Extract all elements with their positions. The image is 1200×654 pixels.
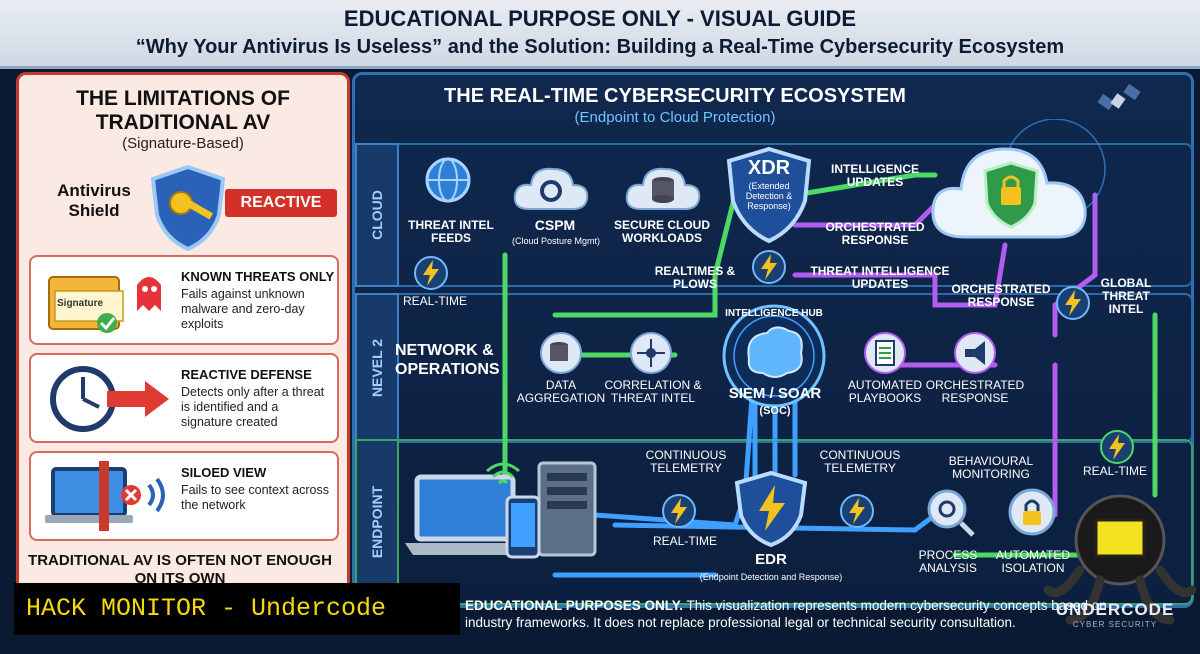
footer-line-1: This visualization represents modern cyb… — [683, 598, 1107, 613]
lightning-icon — [1100, 430, 1134, 464]
threat-intel-feeds-label: THREAT INTEL FEEDS — [408, 218, 494, 245]
card-desc: Detects only after a threat is identifie… — [181, 385, 325, 429]
brain-hub-icon — [722, 304, 826, 408]
xdr-label: XDR — [747, 157, 791, 179]
lightning-icon — [662, 494, 696, 528]
card-known-threats: Signature KNOWN THREATS ONLY Fails again… — [29, 255, 339, 345]
footer-disclaimer: EDUCATIONAL PURPOSES ONLY. This visualiz… — [465, 597, 1200, 654]
data-aggregation-label: DATA AGGREGATION — [516, 378, 606, 405]
header-banner: EDUCATIONAL PURPOSE ONLY - VISUAL GUIDE … — [0, 0, 1200, 69]
continuous-telemetry-left-label: CONTINUOUS TELEMETRY — [645, 448, 727, 475]
server-icon — [537, 461, 597, 557]
siem-soar-label: SIEM / SOAR — [728, 385, 822, 402]
footer-line-2: industry frameworks. It does not replace… — [465, 615, 1016, 630]
header-line-1: EDUCATIONAL PURPOSE ONLY - VISUAL GUIDE — [343, 6, 857, 31]
xdr-sub-label: (Extended Detection & Response) — [745, 181, 793, 211]
ecosystem-subtitle: (Endpoint to Cloud Protection) — [574, 109, 776, 126]
ecosystem-title: THE REAL-TIME CYBERSECURITY ECOSYSTEM — [444, 85, 906, 107]
automated-isolation-label: AUTOMATED ISOLATION — [995, 548, 1071, 575]
edr-sub-label: (Endpoint Detection and Response) — [699, 572, 843, 582]
behavioural-monitoring-label: BEHAVIOURAL MONITORING — [948, 454, 1034, 481]
ecosystem-panel: CLOUD NEVEL 2 ENDPOINT THE REAL-TIME CYB… — [352, 72, 1194, 608]
antivirus-shield-label: Antivirus Shield — [57, 181, 131, 220]
database-gear-icon — [540, 332, 582, 374]
edr-label: EDR — [755, 551, 787, 568]
undercode-logo-text: UNDERCODE — [1055, 600, 1175, 619]
left-panel-bottom-text: TRADITIONAL AV IS OFTEN NOT ENOUGH ON IT… — [28, 552, 332, 587]
globe-icon — [425, 157, 471, 203]
left-panel-subtitle: (Signature-Based) — [122, 135, 244, 152]
lightning-icon — [1056, 286, 1090, 320]
card-reactive-defense: REACTIVE DEFENSE Detects only after a th… — [29, 353, 339, 443]
secure-cloud-workloads-label: SECURE CLOUD WORKLOADS — [613, 218, 710, 245]
header-line-2: “Why Your Antivirus Is Useless” and the … — [135, 36, 1065, 58]
isolation-lock-icon — [1008, 488, 1056, 536]
traditional-av-panel: THE LIMITATIONS OF TRADITIONAL AV (Signa… — [16, 72, 350, 598]
undercode-logo-subtext: CYBER SECURITY — [1072, 620, 1158, 629]
level-network-label: NEVEL 2 — [355, 293, 399, 443]
global-threat-intel-label: GLOBAL THREAT INTEL — [1100, 276, 1152, 316]
lightning-icon — [840, 494, 874, 528]
correlation-label: CORRELATION & THREAT INTEL — [604, 378, 702, 405]
orchestrated-response-label: ORCHESTRATED RESPONSE — [825, 220, 925, 247]
automated-playbooks-label: AUTOMATED PLAYBOOKS — [847, 378, 923, 405]
shield-key-icon — [150, 164, 226, 252]
card-title: REACTIVE DEFENSE — [181, 367, 312, 382]
wifi-icon — [486, 462, 520, 485]
continuous-telemetry-right-label: CONTINUOUS TELEMETRY — [819, 448, 901, 475]
clipboard-icon — [864, 332, 906, 374]
level-cloud-label: CLOUD — [355, 143, 399, 287]
realtimes-flows-label: REALTIMES & PLOWS — [654, 264, 736, 291]
card-title: KNOWN THREATS ONLY — [181, 269, 335, 284]
footer-bold: EDUCATIONAL PURPOSES ONLY. — [465, 598, 684, 613]
realtime-right-label: REAL-TIME — [1082, 464, 1147, 478]
clock-arrow-icon — [50, 366, 169, 432]
lock-cloud-icon — [931, 119, 1106, 239]
intelligence-hub-label: INTELLIGENCE HUB — [725, 308, 823, 319]
signature-folder-icon — [48, 276, 161, 333]
realtime-bottom-label: REAL-TIME — [652, 534, 717, 548]
database-cloud-icon — [625, 167, 701, 210]
left-panel-title: THE LIMITATIONS OF TRADITIONAL AV — [76, 87, 290, 134]
cspm-sub-label: (Cloud Posture Mgmt) — [511, 236, 601, 246]
card-title: SILOED VIEW — [181, 465, 267, 480]
network-node-icon — [630, 332, 672, 374]
reactive-badge: REACTIVE — [225, 189, 337, 217]
card-siloed-view: SILOED VIEW Fails to see context across … — [29, 451, 339, 541]
magnifier-gear-icon — [927, 489, 975, 537]
soc-label: (SOC) — [759, 405, 791, 417]
octopus-logo-icon — [1043, 494, 1197, 625]
laptop-wall-icon — [45, 461, 165, 531]
process-analysis-label: PROCESS ANALYSIS — [918, 548, 978, 575]
xdr-shield-icon — [726, 146, 812, 244]
hack-monitor-banner: HACK MONITOR - Undercode — [14, 583, 460, 635]
intelligence-updates-label: INTELLIGENCE UPDATES — [830, 162, 919, 189]
smartphone-icon — [505, 495, 541, 559]
lightning-icon — [414, 256, 448, 290]
card-desc: Fails to see context across the network — [181, 483, 329, 512]
network-operations-title: NETWORK & OPERATIONS — [395, 342, 500, 378]
edr-shield-icon — [734, 470, 808, 548]
orchestrated-response-label-3: ORCHESTRATED RESPONSE — [925, 378, 1025, 405]
card-desc: Fails against unknown malware and zero-d… — [181, 287, 305, 331]
lightning-icon — [752, 250, 786, 284]
orchestrated-response-label-2: ORCHESTRATED RESPONSE — [951, 282, 1051, 309]
megaphone-icon — [954, 332, 996, 374]
realtime-label: REAL-TIME — [402, 294, 467, 308]
satellite-icon — [1097, 83, 1141, 111]
threat-intelligence-updates-label: THREAT INTELLIGENCE UPDATES — [810, 264, 950, 291]
signature-label: Signature — [57, 298, 104, 309]
cspm-cloud-gear-icon — [513, 167, 589, 210]
cspm-label: CSPM — [534, 217, 576, 233]
